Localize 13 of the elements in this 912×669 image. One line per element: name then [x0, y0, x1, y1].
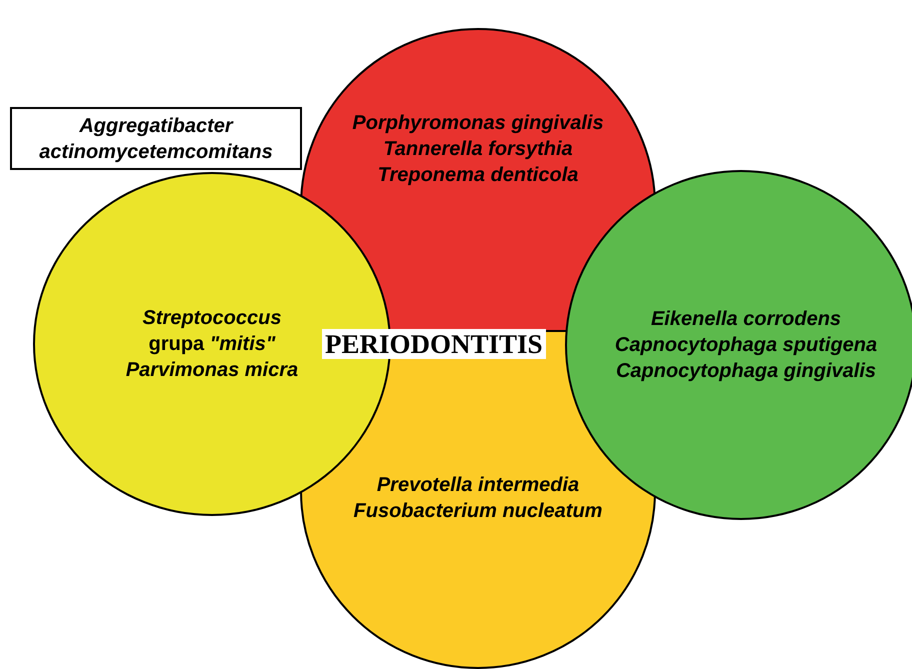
label-box	[10, 107, 302, 170]
species-name: Fusobacterium nucleatum	[354, 499, 602, 524]
species-name: Tannerella forsythia	[383, 137, 573, 162]
species-name: Prevotella intermedia	[376, 473, 580, 498]
species-name: Streptococcus grupa "mitis"	[142, 306, 282, 357]
species-name: Capnocytophaga sputigena	[614, 333, 878, 358]
center-title: PERIODONTITIS	[322, 329, 546, 359]
species-name: Capnocytophaga gingivalis	[616, 359, 876, 384]
species-name: Eikenella corrodens	[650, 307, 842, 332]
species-name: Aggregatibacter actinomycetemcomitans	[38, 114, 274, 164]
species-name: Parvimonas micra	[126, 358, 298, 383]
species-name: Porphyromonas gingivalis	[352, 111, 604, 136]
species-name: Treponema denticola	[378, 163, 578, 188]
